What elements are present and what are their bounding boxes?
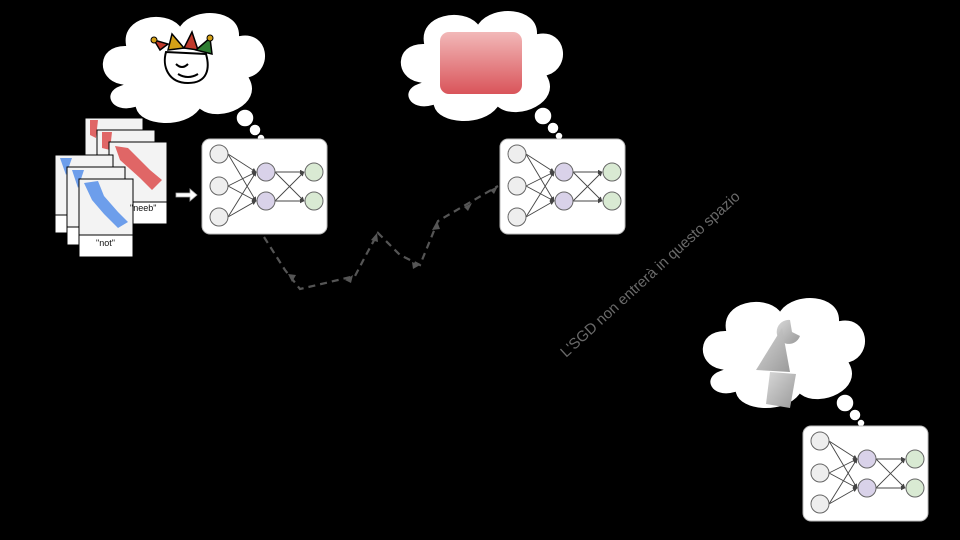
network-edge xyxy=(525,200,555,218)
network-edge xyxy=(525,171,555,218)
input-node xyxy=(507,207,527,227)
output-node xyxy=(905,478,925,498)
output-node xyxy=(304,191,324,211)
hidden-node xyxy=(256,162,276,182)
network-edge xyxy=(828,487,858,505)
network-edge xyxy=(227,153,257,202)
network-box-2 xyxy=(499,138,626,235)
hidden-node xyxy=(256,191,276,211)
network-edge xyxy=(828,458,858,505)
input-node xyxy=(209,176,229,196)
hidden-node xyxy=(554,191,574,211)
network-edge xyxy=(227,185,257,202)
network-edge xyxy=(572,171,603,202)
network-edge xyxy=(828,472,858,489)
network-edge xyxy=(274,171,305,202)
output-node xyxy=(602,191,622,211)
network-box-1 xyxy=(201,138,328,235)
network-edge xyxy=(828,440,858,489)
gray-tie-shape-icon xyxy=(756,319,800,408)
input-node xyxy=(507,176,527,196)
hidden-node xyxy=(857,449,877,469)
sgd-path-arrowheads xyxy=(288,186,498,283)
network-edge xyxy=(227,200,257,218)
network-edge xyxy=(227,153,257,173)
network-box-3 xyxy=(802,425,929,522)
card-label-not: "not" xyxy=(96,238,115,248)
input-node xyxy=(810,463,830,483)
network-edge xyxy=(525,153,555,202)
output-node xyxy=(304,162,324,182)
card-label-neeb: "neeb" xyxy=(130,203,156,213)
input-node xyxy=(209,207,229,227)
input-node xyxy=(507,144,527,164)
input-arrow-icon xyxy=(175,188,198,202)
output-node xyxy=(602,162,622,182)
red-rounded-square-icon xyxy=(440,32,522,94)
network-edge xyxy=(525,185,555,202)
network-edge xyxy=(227,171,257,218)
hidden-node xyxy=(857,478,877,498)
network-edge xyxy=(227,171,257,187)
training-examples-stack: "neeb" "not" xyxy=(54,117,168,258)
network-edge xyxy=(828,440,858,460)
network-edge xyxy=(525,171,555,187)
network-edge xyxy=(828,458,858,474)
network-edge xyxy=(525,153,555,173)
input-node xyxy=(209,144,229,164)
input-node xyxy=(810,494,830,514)
input-node xyxy=(810,431,830,451)
hidden-node xyxy=(554,162,574,182)
network-edge xyxy=(875,458,906,489)
output-node xyxy=(905,449,925,469)
jester-hat-face-icon xyxy=(150,30,214,85)
